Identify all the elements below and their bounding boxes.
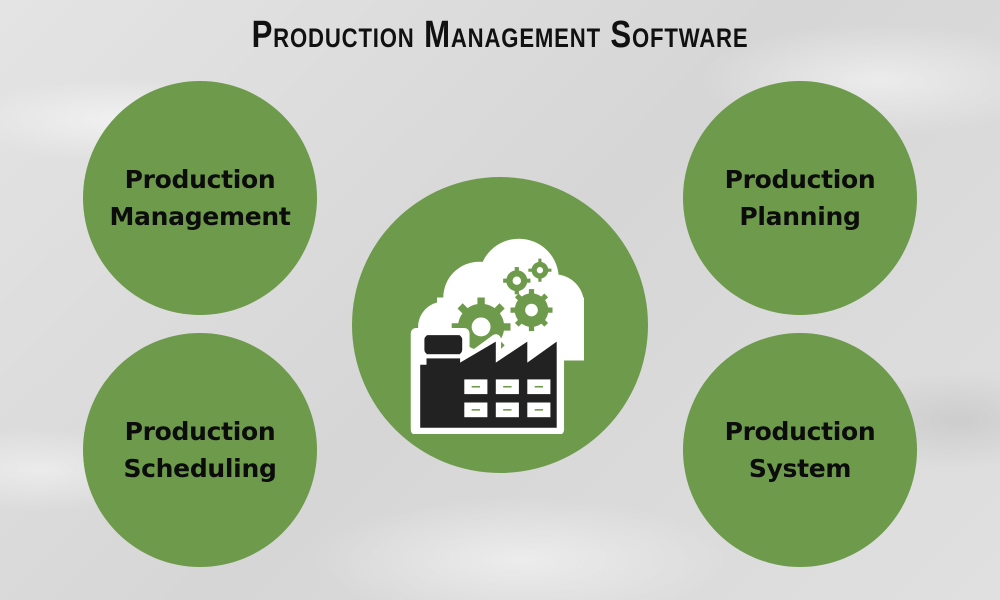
circle-label-line2: Scheduling xyxy=(123,454,277,483)
circle-label-line1: Production xyxy=(124,165,276,194)
circle-production-planning: Production Planning xyxy=(683,81,917,315)
circle-label-line2: Planning xyxy=(739,202,861,231)
circle-production-management: Production Management xyxy=(83,81,317,315)
circle-label-line1: Production xyxy=(724,165,876,194)
page-title: Production Management Software xyxy=(251,14,749,56)
circle-production-scheduling: Production Scheduling xyxy=(83,333,317,567)
center-icon-circle xyxy=(352,177,648,473)
factory-cloud-gears-icon xyxy=(410,238,584,434)
circle-label-line2: System xyxy=(748,454,852,483)
circle-label-line1: Production xyxy=(124,417,276,446)
circle-label-line2: Management xyxy=(109,202,291,231)
circle-production-system: Production System xyxy=(683,333,917,567)
circle-label-line1: Production xyxy=(724,417,876,446)
